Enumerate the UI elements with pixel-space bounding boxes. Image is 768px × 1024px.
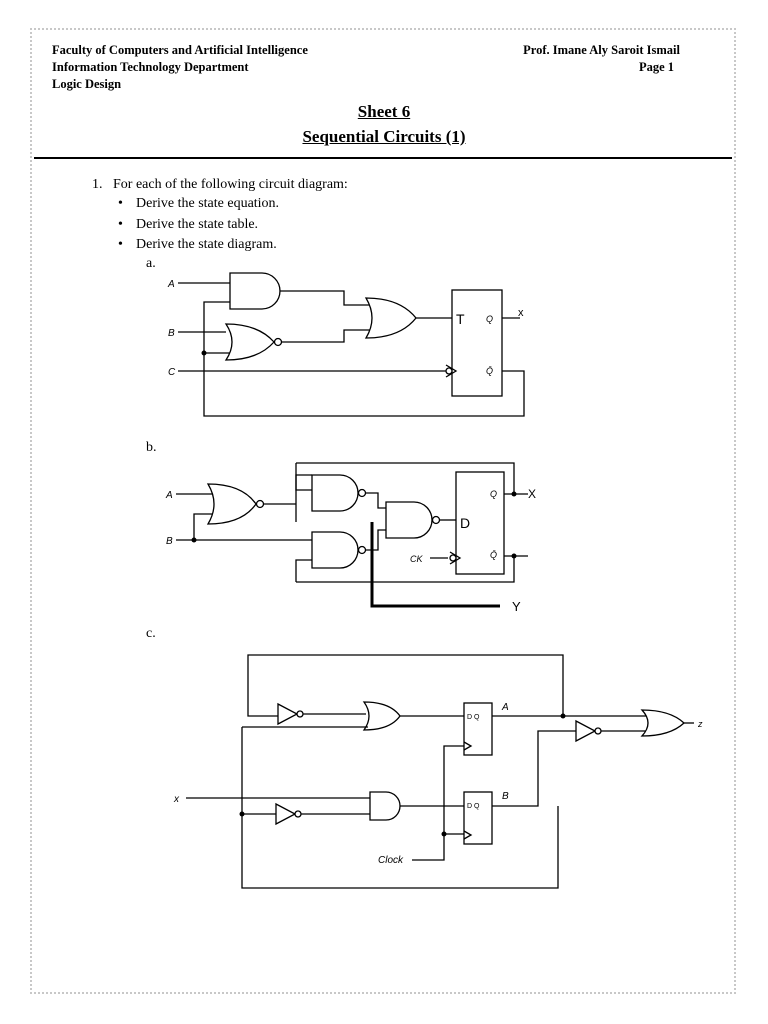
question-1: 1. For each of the following circuit dia…	[92, 175, 348, 195]
nand-gate-top	[311, 474, 359, 512]
ff-b-label: B	[502, 791, 509, 802]
ff-b-pins: D Q	[467, 803, 480, 810]
task-item: Derive the state equation.	[118, 194, 279, 215]
or-gate-right	[640, 709, 685, 737]
input-b-label: B	[168, 328, 175, 339]
clock-label: CK	[410, 554, 423, 564]
output-x-label: x	[518, 307, 524, 319]
professor-name: Prof. Imane Aly Saroit Ismail	[523, 43, 680, 57]
ff-q-label: Q	[490, 489, 497, 499]
header-right: Prof. Imane Aly Saroit Ismail Page 1	[523, 42, 680, 76]
nand-gate-middle	[385, 501, 433, 539]
task-list: Derive the state equation. Derive the st…	[118, 194, 279, 256]
circuit-a-label: a.	[146, 256, 156, 271]
sheet-title: Sheet 6	[357, 102, 411, 121]
t-flip-flop	[451, 289, 503, 397]
output-x-label: X	[528, 487, 536, 501]
inverter-top	[277, 702, 299, 726]
and-gate	[229, 272, 281, 310]
flip-flop-b	[463, 791, 493, 845]
inverter-bottom	[275, 802, 297, 826]
sheet-topic: Sequential Circuits (1)	[302, 127, 466, 146]
d-flip-flop	[455, 471, 505, 575]
ff-q-label: Q	[486, 314, 493, 324]
output-z-label: z	[697, 719, 703, 729]
faculty-name: Faculty of Computers and Artificial Inte…	[52, 43, 308, 57]
clock-label: Clock	[378, 855, 404, 866]
circuit-c-label: c.	[146, 626, 156, 641]
ff-a-pins: D Q	[467, 714, 480, 721]
nand-gate-bottom	[311, 531, 359, 569]
circuit-b: A B D Q Q̄ X	[165, 462, 536, 614]
header-divider	[34, 157, 732, 159]
input-b-label: B	[166, 536, 173, 547]
output-y-label: Y	[512, 599, 521, 614]
course-name: Logic Design	[52, 77, 122, 91]
task-item: Derive the state diagram.	[118, 235, 279, 256]
and-gate-bottom	[369, 791, 401, 821]
input-a-label: A	[167, 279, 175, 290]
inverter-right	[575, 719, 597, 743]
question-number: 1.	[92, 177, 103, 192]
nor-gate	[224, 323, 275, 361]
input-a-label: A	[165, 490, 173, 501]
ff-qbar-label: Q̄	[490, 550, 497, 560]
ff-type-label: D	[460, 515, 470, 531]
circuit-b-label: b.	[146, 440, 157, 455]
ff-qbar-label: Q̄	[486, 366, 493, 376]
header-left: Faculty of Computers and Artificial Inte…	[52, 42, 308, 93]
nor-gate	[206, 483, 257, 525]
or-gate-top	[362, 701, 401, 731]
page-border	[30, 28, 736, 994]
flip-flop-a	[463, 702, 493, 756]
ff-type-label: T	[456, 311, 465, 327]
or-gate	[364, 297, 417, 339]
ff-a-label: A	[501, 702, 509, 713]
task-item: Derive the state table.	[118, 215, 279, 236]
input-c-label: C	[168, 367, 176, 378]
department-name: Information Technology Department	[52, 60, 249, 74]
question-text: For each of the following circuit diagra…	[113, 177, 348, 192]
circuit-c: x D Q A D Q B Clock	[173, 654, 703, 889]
input-x-label: x	[173, 794, 180, 805]
page-number: Page 1	[638, 60, 674, 74]
circuit-a: A B C T Q Q̄ x	[167, 272, 525, 417]
